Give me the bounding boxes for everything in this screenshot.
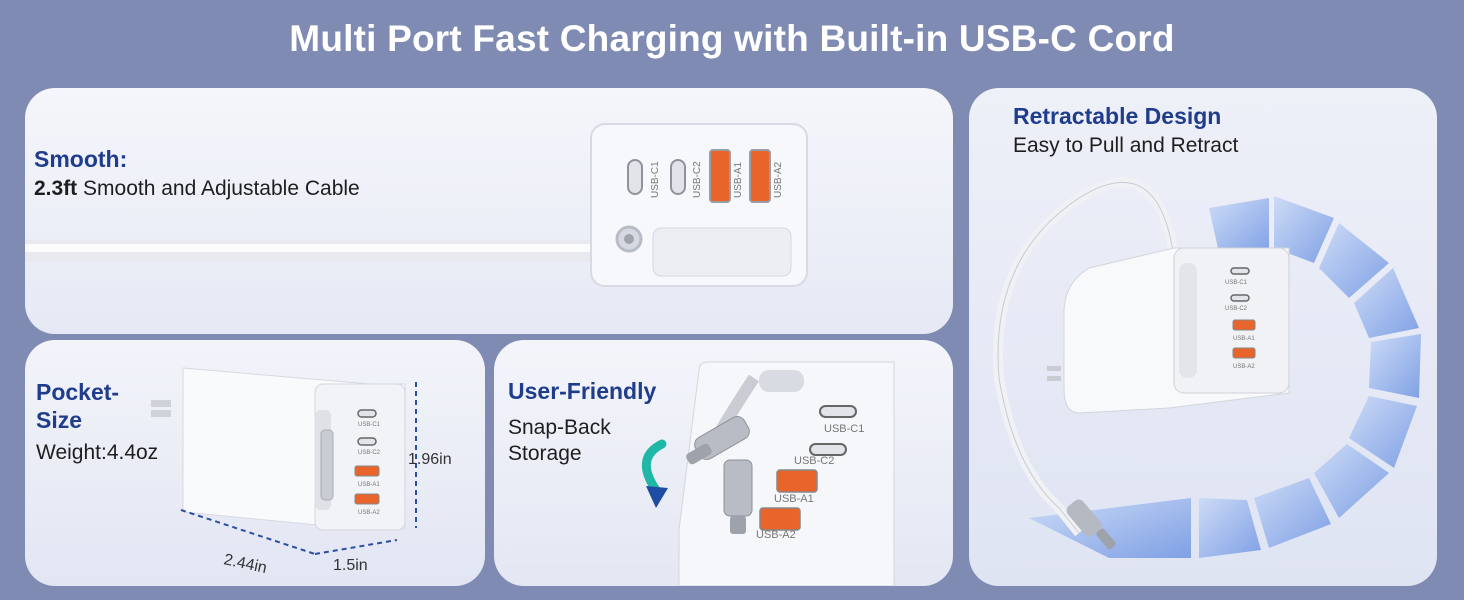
- user-port-a2: USB-A2: [756, 529, 796, 541]
- pocket-port-c1: USB-C1: [358, 422, 381, 428]
- charger-dimensions-illustration: USB-C1 USB-C2 USB-A1 USB-A2 1.96in 2.44i…: [151, 367, 452, 577]
- pocket-port-a1: USB-A1: [358, 482, 380, 488]
- length-dimension: 2.44in: [222, 551, 268, 577]
- retract-port-a2: USB-A2: [1233, 364, 1255, 370]
- weight-text: Weight:4.4oz: [36, 441, 159, 464]
- retractable-panel: Retractable Design Easy to Pull and Retr…: [969, 88, 1437, 586]
- retractable-heading: Retractable Design: [1013, 103, 1222, 129]
- port-label-a2: USB-A2: [773, 161, 784, 198]
- snap-back-text: Snap-Back: [508, 416, 611, 439]
- user-friendly-heading: User-Friendly: [508, 378, 657, 404]
- smooth-description: 2.3ft Smooth and Adjustable Cable: [34, 177, 360, 201]
- user-port-c1: USB-C1: [824, 423, 864, 435]
- smooth-text: Smooth and Adjustable Cable: [77, 177, 360, 200]
- pocket-port-c2: USB-C2: [358, 450, 381, 456]
- port-label-a1: USB-A1: [733, 161, 744, 198]
- pocket-heading-line1: Pocket-: [36, 379, 120, 405]
- page-title: Multi Port Fast Charging with Built-in U…: [289, 18, 1175, 59]
- smooth-heading: Smooth:: [34, 146, 128, 172]
- pocket-heading-line2: Size: [36, 407, 83, 433]
- port-label-c1: USB-C1: [650, 161, 661, 198]
- smooth-panel: Smooth: 2.3ft Smooth and Adjustable Cabl…: [25, 88, 953, 334]
- retract-port-c1: USB-C1: [1225, 280, 1248, 286]
- retract-port-a1: USB-A1: [1233, 336, 1255, 342]
- port-label-c2: USB-C2: [692, 161, 703, 198]
- user-port-a1: USB-A1: [774, 493, 814, 505]
- user-friendly-panel: User-Friendly Snap-Back Storage USB-C1 U…: [494, 340, 953, 586]
- pocket-port-a2: USB-A2: [358, 510, 380, 516]
- width-dimension: 1.5in: [333, 557, 368, 574]
- user-port-c2: USB-C2: [794, 455, 834, 467]
- charger-side-illustration: USB-C1 USB-C2 USB-A1 USB-A2: [25, 123, 808, 287]
- retract-port-c2: USB-C2: [1225, 306, 1248, 312]
- storage-text: Storage: [508, 442, 582, 465]
- snap-back-illustration: USB-C1 USB-C2 USB-A1 USB-A2: [642, 361, 895, 586]
- pocket-size-panel: Pocket- Size Weight:4.4oz USB-C1 USB-C2 …: [25, 340, 485, 586]
- height-dimension: 1.96in: [408, 451, 452, 468]
- pocket-heading: Pocket- Size: [36, 378, 119, 434]
- retractable-illustration: USB-C1 USB-C2 USB-A1 USB-A2: [993, 177, 1421, 558]
- retractable-subheading: Easy to Pull and Retract: [1013, 134, 1239, 157]
- cable-length: 2.3ft: [34, 177, 78, 200]
